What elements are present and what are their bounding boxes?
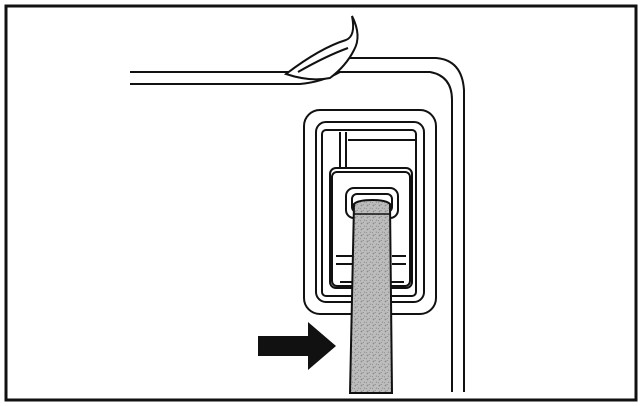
cover-flap xyxy=(283,15,359,81)
strap xyxy=(348,198,394,394)
arrow-right-icon xyxy=(258,322,336,370)
